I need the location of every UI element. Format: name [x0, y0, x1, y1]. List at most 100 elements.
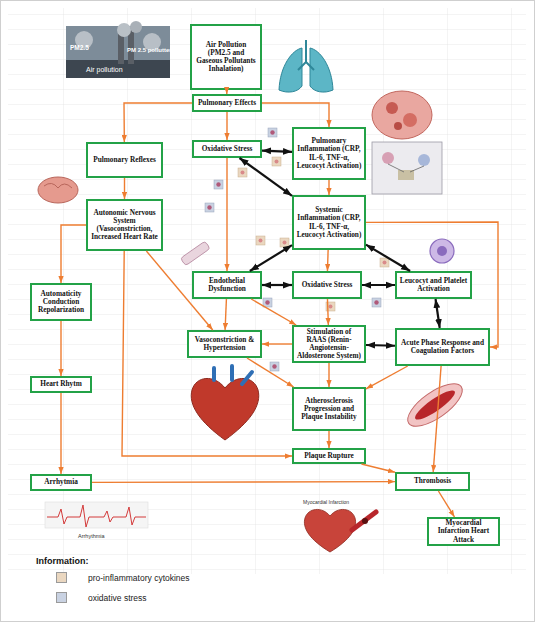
node-text: Autonomic Nervous System (Vasoconstricti…: [90, 209, 159, 242]
process-box: Leucocyt and Platelet Activation: [395, 271, 472, 299]
process-box: Thrombosis: [395, 472, 470, 491]
node-text: Heart Rhytm: [40, 380, 82, 388]
flow-arrow: [262, 343, 292, 344]
node-text: Oxidative Stress: [302, 281, 353, 289]
node-text: Pulmonary Reflexes: [93, 156, 156, 164]
artery-lumen: [412, 386, 458, 423]
bidirectional-arrow: [366, 245, 410, 271]
note-label: Arrhythmia: [78, 533, 105, 539]
node-text: Air Pollution (PM2.5 and Gaseous Polluta…: [194, 41, 258, 74]
tissue-cell: [386, 102, 398, 114]
flow-arrow: [328, 363, 329, 387]
mi-heart-image: [304, 509, 355, 552]
flow-arrow: [60, 393, 61, 474]
process-box: Automaticity Conduction Repolarization: [30, 283, 92, 321]
cytokine-icon: [256, 236, 265, 245]
bidirectional-arrow: [366, 344, 395, 347]
flow-arrow: [251, 299, 296, 325]
mi-artery: [352, 512, 376, 530]
flow-arrow: [327, 299, 329, 325]
bidirectional-arrow: [250, 245, 292, 271]
flow-arrow: [226, 158, 227, 271]
trachea: [298, 40, 314, 70]
smoke-cloud: [130, 21, 142, 33]
node-text: Automaticity Conduction Repolarization: [34, 290, 88, 315]
process-box: Autonomic Nervous System (Vasoconstricti…: [86, 199, 163, 251]
process-box: Pulmonary Inflammation (CRP, IL-6, TNF-α…: [292, 127, 366, 180]
flow-arrow: [124, 178, 125, 199]
bidirectional-arrow: [262, 284, 292, 286]
node-text: Pulmonary Effects: [198, 99, 256, 107]
process-box: Arrhytmia: [30, 474, 92, 491]
brain-image: [38, 177, 78, 203]
bidirectional-arrow: [239, 158, 292, 196]
flow-arrow: [226, 112, 227, 140]
figure-link: [388, 164, 424, 172]
flow-arrow: [361, 464, 395, 472]
flow-arrow: [124, 103, 192, 142]
flow-arrow: [366, 222, 498, 347]
oxidative-stress-icon: [372, 298, 381, 307]
node-text: Systemic Inflammation (CRP, IL-6, TNF-α,…: [296, 206, 362, 239]
node-text: Pulmonary Inflammation (CRP, IL-6, TNF-α…: [296, 137, 362, 170]
flow-arrow: [60, 321, 61, 376]
oxidative-stress-icon: [268, 128, 277, 137]
note-label: Information:: [36, 557, 89, 567]
oxidative-stress-icon: [263, 298, 272, 307]
immune-cell: [418, 154, 430, 166]
node-text: Arrhytmia: [44, 478, 78, 486]
process-box: Atherosclerosis Progression and Plaque I…: [292, 387, 366, 431]
oxidative-stress-icon: [214, 180, 223, 189]
legend-swatch: [56, 572, 67, 583]
legend-text: oxidative stress: [88, 593, 147, 603]
flow-arrow: [92, 481, 395, 483]
immune-cell: [382, 152, 394, 164]
flow-arrow: [438, 491, 454, 517]
process-box: Myocardial Infarction Heart Attack: [427, 517, 500, 546]
flow-arrow: [61, 225, 86, 283]
process-box: Air Pollution (PM2.5 and Gaseous Polluta…: [190, 24, 262, 90]
flow-arrow: [226, 90, 227, 94]
legend-text: pro-inflammatory cytokines: [88, 573, 190, 583]
node-text: Myocardial Infarction Heart Attack: [431, 519, 496, 544]
process-box: Vasoconstriction & Hypertension: [187, 330, 262, 358]
bidirectional-arrow: [362, 284, 395, 286]
tissue-cell: [403, 113, 417, 127]
heart-vessel: [214, 366, 252, 384]
node-text: Plaque Rupture: [304, 452, 354, 460]
smokestack: [118, 34, 124, 64]
process-box: Oxidative Stress: [292, 271, 362, 299]
tissue-cell: [394, 122, 402, 130]
process-box: Pulmonary Effects: [192, 94, 262, 112]
cytokine-icon: [272, 157, 281, 166]
lung-tissue: [372, 91, 432, 139]
process-box: Oxidative Stress: [192, 140, 262, 158]
note-label: PM 2.5 pollutters: [127, 47, 175, 54]
node-text: Thrombosis: [414, 477, 451, 485]
note-label: Air pollution: [86, 66, 123, 74]
flow-arrow: [225, 299, 226, 330]
mi-clot: [362, 518, 368, 524]
process-box: Acute Phase Response and Coagulation Fac…: [395, 328, 490, 366]
node-text: Endothelial Dysfunction: [196, 277, 258, 293]
flow-arrow: [433, 366, 441, 472]
oxidative-stress-icon: [270, 362, 279, 371]
process-box: Systemic Inflammation (CRP, IL-6, TNF-α,…: [292, 195, 366, 250]
ecg-trace: [47, 505, 146, 527]
flow-arrow: [328, 431, 329, 448]
process-box: Stimulation of RAAS (Renin-Angiotensin-A…: [292, 325, 366, 363]
flow-arrow: [366, 366, 408, 389]
note-label: PM2.5: [70, 44, 89, 51]
artery-image: [401, 376, 468, 434]
cytokine-icon: [280, 238, 289, 247]
cytokine-icon: [326, 302, 335, 311]
heart-image: [191, 378, 259, 440]
node-text: Atherosclerosis Progression and Plaque I…: [296, 397, 362, 422]
flow-arrow: [328, 180, 329, 195]
cytokine-icon: [238, 168, 247, 177]
oxidative-stress-icon: [205, 203, 214, 212]
